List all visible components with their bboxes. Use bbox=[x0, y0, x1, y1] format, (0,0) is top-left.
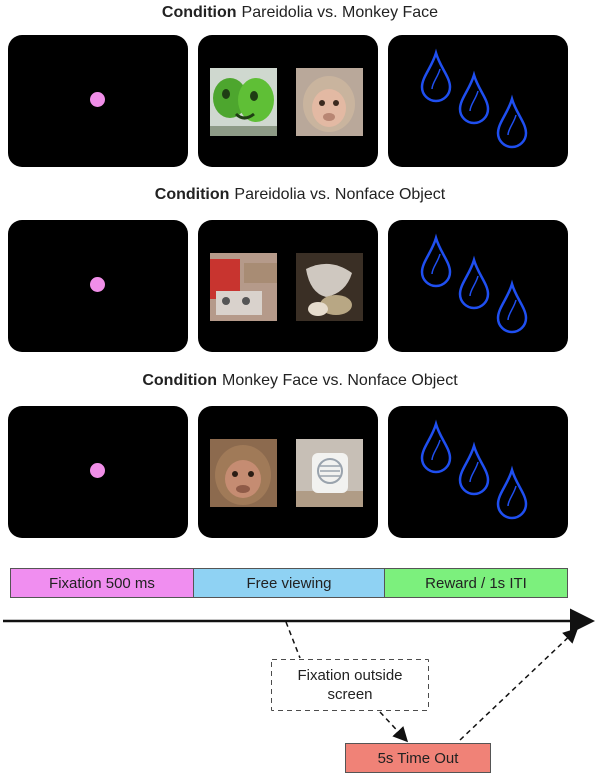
reward-screen-1 bbox=[388, 35, 568, 167]
dashed-connector-to-timeout bbox=[379, 711, 409, 743]
monkey-face-image bbox=[210, 439, 277, 507]
nonface-object-heater-image bbox=[296, 439, 363, 507]
stimulus-screen-3 bbox=[198, 406, 378, 538]
free-viewing-segment: Free viewing bbox=[193, 569, 384, 597]
fixation-outside-line1: Fixation outside bbox=[297, 667, 403, 684]
condition-label: Condition bbox=[154, 186, 230, 203]
dashed-connector-down bbox=[285, 621, 301, 659]
pareidolia-pepper-image bbox=[210, 68, 277, 136]
pareidolia-object-image bbox=[210, 253, 277, 321]
monkey-face-image bbox=[296, 68, 363, 136]
trial-timeline-bar: Fixation 500 ms Free viewing Reward / 1s… bbox=[10, 568, 568, 598]
stimulus-screen-2 bbox=[198, 220, 378, 352]
fixation-dot bbox=[90, 277, 105, 292]
water-drop-icons bbox=[420, 48, 528, 149]
reward-screen-3 bbox=[388, 406, 568, 538]
condition-label: Condition bbox=[161, 4, 237, 21]
water-drop-icons bbox=[420, 419, 528, 520]
condition-name: Pareidolia vs. Monkey Face bbox=[241, 4, 439, 21]
fixation-screen-2 bbox=[8, 220, 188, 352]
stimulus-screen-1 bbox=[198, 35, 378, 167]
condition-name: Monkey Face vs. Nonface Object bbox=[221, 372, 458, 389]
reward-screen-2 bbox=[388, 220, 568, 352]
fixation-screen-1 bbox=[8, 35, 188, 167]
nonface-object-image bbox=[296, 253, 363, 321]
condition-name: Pareidolia vs. Nonface Object bbox=[234, 186, 446, 203]
fixation-outside-screen-box: Fixation outside screen bbox=[272, 660, 428, 710]
condition-label: Condition bbox=[142, 372, 217, 389]
water-drop-icons bbox=[420, 233, 528, 334]
fixation-segment: Fixation 500 ms bbox=[11, 569, 193, 597]
dashed-connector-return bbox=[459, 627, 579, 741]
timeout-box: 5s Time Out bbox=[345, 743, 491, 773]
fixation-dot bbox=[90, 92, 105, 107]
fixation-screen-3 bbox=[8, 406, 188, 538]
fixation-outside-line2: screen bbox=[327, 686, 373, 703]
fixation-dot bbox=[90, 463, 105, 478]
reward-segment: Reward / 1s ITI bbox=[384, 569, 567, 597]
